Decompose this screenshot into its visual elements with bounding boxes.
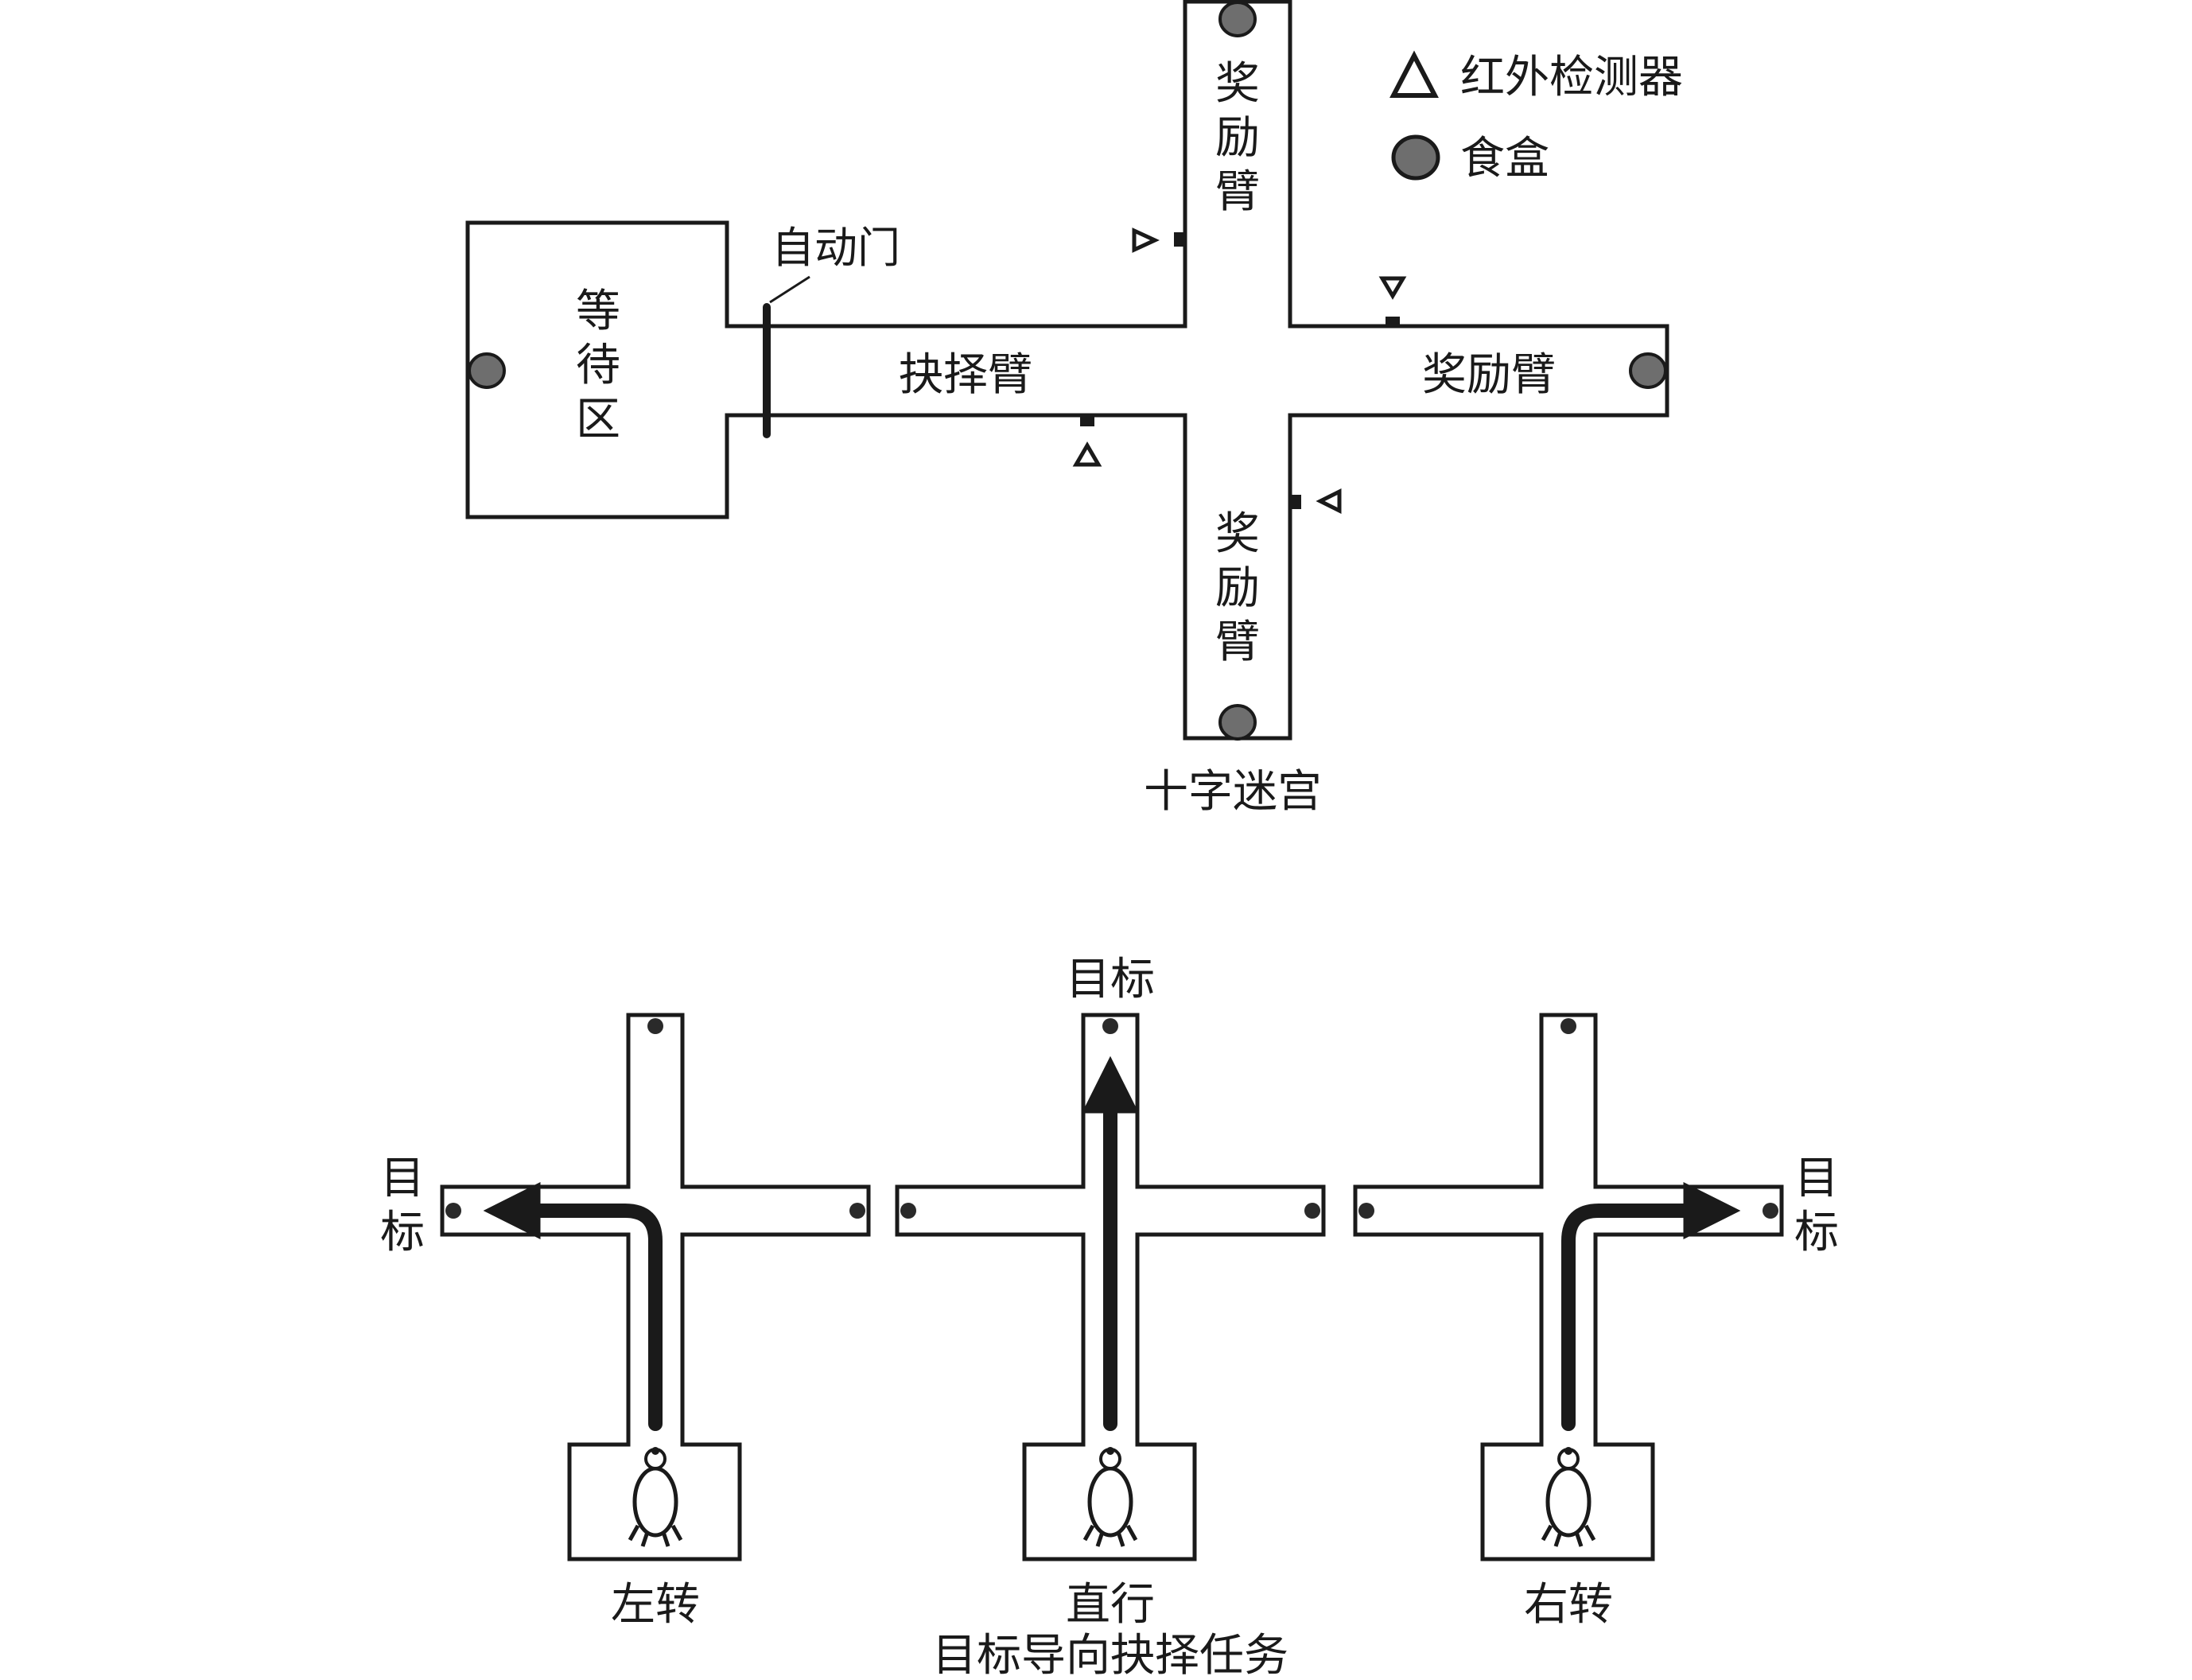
task-right-turn: 目 标 右转 <box>1353 1013 1839 1631</box>
waiting-area-char-2: 待 <box>576 340 620 391</box>
food-box-bottom-arm <box>1218 704 1257 741</box>
right-turn-rat-icon <box>1541 1447 1596 1547</box>
food-box-legend-icon <box>1391 134 1440 181</box>
reward-arm-top-char-3: 臂 <box>1215 166 1260 218</box>
auto-door-label: 自动门 <box>771 223 900 273</box>
left-turn-target-char-1: 目 <box>380 1153 425 1204</box>
goal-directed-task-caption: 目标导向抉择任务 <box>932 1630 1288 1680</box>
left-turn-food-left <box>445 1203 461 1219</box>
left-turn-food-right <box>849 1203 865 1219</box>
legend-detector-label: 红外检测器 <box>1460 52 1683 103</box>
reward-arm-top-char-1: 奖 <box>1215 58 1260 110</box>
straight-target-label: 目标 <box>1066 954 1155 1005</box>
detector-choice-arm-sensor <box>1080 415 1094 426</box>
right-turn-food-left <box>1358 1203 1374 1219</box>
detector-legend-icon <box>1389 50 1439 98</box>
detector-right-arm-icon <box>1378 276 1407 300</box>
left-turn-label: 左转 <box>611 1579 700 1631</box>
left-turn-food-top <box>647 1018 663 1034</box>
reward-arm-bottom-char-1: 奖 <box>1215 508 1260 560</box>
reward-arm-right-label: 奖励臂 <box>1422 349 1556 401</box>
right-turn-food-right <box>1763 1203 1778 1219</box>
maze-outline <box>465 0 1669 741</box>
straight-label: 直行 <box>1066 1579 1155 1631</box>
detector-right-arm-sensor <box>1386 317 1400 328</box>
right-turn-label: 右转 <box>1524 1579 1613 1631</box>
left-turn-route-arrow <box>483 1182 663 1431</box>
left-turn-maze-outline <box>440 1013 871 1561</box>
food-box-right-arm <box>1629 352 1667 389</box>
legend-food-box-label: 食盒 <box>1460 133 1549 185</box>
food-box-waiting-area <box>468 352 506 389</box>
auto-door-leader <box>769 275 810 304</box>
cross-maze: 自动门 等 待 区 抉择臂 奖励臂 奖 励 臂 奖 励 臂 十字迷宫 <box>465 0 1669 818</box>
reward-arm-top-char-2: 励 <box>1215 112 1260 164</box>
left-turn-target-char-2: 标 <box>380 1207 425 1258</box>
cross-maze-caption: 十字迷宫 <box>1144 766 1322 818</box>
detector-top-arm-icon <box>1132 228 1160 253</box>
reward-arm-bottom-char-2: 励 <box>1215 562 1260 614</box>
choice-arm-label: 抉择臂 <box>899 349 1032 401</box>
right-turn-food-top <box>1560 1018 1576 1034</box>
right-turn-route-arrow <box>1561 1182 1741 1431</box>
waiting-area-char-1: 等 <box>576 286 620 337</box>
task-straight: 目标 直行 <box>895 954 1326 1631</box>
right-turn-target-char-1: 目 <box>1794 1153 1839 1204</box>
reward-arm-bottom-char-3: 臂 <box>1215 616 1260 668</box>
straight-food-top <box>1102 1018 1118 1034</box>
detector-choice-arm-icon <box>1072 441 1102 467</box>
straight-maze-outline <box>895 1013 1326 1561</box>
legend: 红外检测器 食盒 <box>1389 50 1683 185</box>
detector-bottom-arm-icon <box>1316 488 1342 515</box>
detector-top-arm-sensor <box>1174 232 1185 247</box>
left-turn-rat-icon <box>628 1447 683 1547</box>
detector-bottom-arm-sensor <box>1290 495 1301 509</box>
task-left-turn: 目 标 左转 <box>380 1013 871 1631</box>
right-turn-target-char-2: 标 <box>1794 1207 1839 1258</box>
food-box-top-arm <box>1218 1 1257 37</box>
straight-food-left <box>900 1203 916 1219</box>
straight-food-right <box>1304 1203 1320 1219</box>
straight-rat-icon <box>1082 1447 1138 1547</box>
waiting-area-char-3: 区 <box>576 394 620 445</box>
